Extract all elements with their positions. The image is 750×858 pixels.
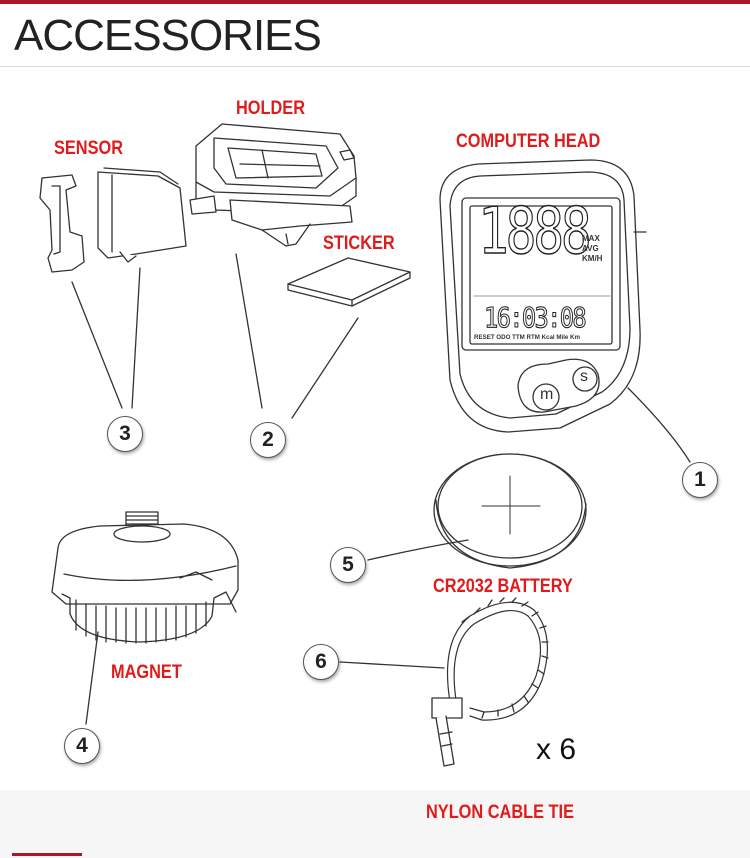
sensor-drawing — [39, 167, 187, 273]
callout-1: 1 — [682, 462, 718, 498]
callout-3: 3 — [107, 416, 143, 452]
cable-tie-drawing — [431, 597, 549, 767]
callout-5: 5 — [330, 547, 366, 583]
lcd-indicator-avg: AVG — [582, 244, 599, 253]
lcd-bottom-row: RESET ODO TTM RTM Kcal Mile Km — [474, 334, 581, 341]
battery-drawing — [433, 453, 587, 569]
lcd-top-digits: 1888 — [477, 195, 592, 269]
leader-line-2b — [291, 317, 359, 419]
callout-6: 6 — [303, 644, 339, 680]
footer-band — [0, 790, 750, 858]
label-sensor: SENSOR — [54, 138, 124, 159]
leader-line-4 — [85, 631, 99, 725]
leader-line-3a — [71, 281, 123, 409]
leader-line-1 — [627, 387, 691, 463]
label-computer-head: COMPUTER HEAD — [456, 131, 601, 152]
label-cable-tie: NYLON CABLE TIE — [426, 802, 574, 823]
callout-2: 2 — [250, 422, 286, 458]
leader-line-5 — [367, 539, 469, 561]
label-magnet: MAGNET — [111, 662, 182, 683]
header-divider — [0, 66, 750, 67]
label-battery: CR2032 BATTERY — [433, 576, 573, 597]
bottom-accent-line — [12, 853, 82, 856]
top-accent-bar — [0, 0, 750, 4]
lcd-indicator-max: MAX — [582, 234, 600, 243]
leader-line-2a — [235, 253, 263, 409]
sticker-drawing — [287, 257, 411, 307]
label-holder: HOLDER — [236, 98, 306, 119]
lcd-indicator-kmh: KM/H — [582, 254, 603, 263]
callout-4: 4 — [64, 728, 100, 764]
m-button-label: m — [540, 386, 554, 403]
page-title: ACCESSORIES — [14, 11, 322, 60]
quantity-label: x 6 — [536, 733, 577, 766]
magnet-drawing — [51, 511, 239, 644]
holder-drawing — [189, 123, 357, 247]
lcd-bottom-digits: 16:03:08 — [484, 301, 588, 334]
label-sticker: STICKER — [323, 233, 395, 254]
s-button-label: s — [580, 368, 588, 385]
leader-line-6 — [339, 661, 445, 669]
leader-line-3b — [131, 267, 141, 409]
computer-head-drawing — [439, 159, 647, 433]
